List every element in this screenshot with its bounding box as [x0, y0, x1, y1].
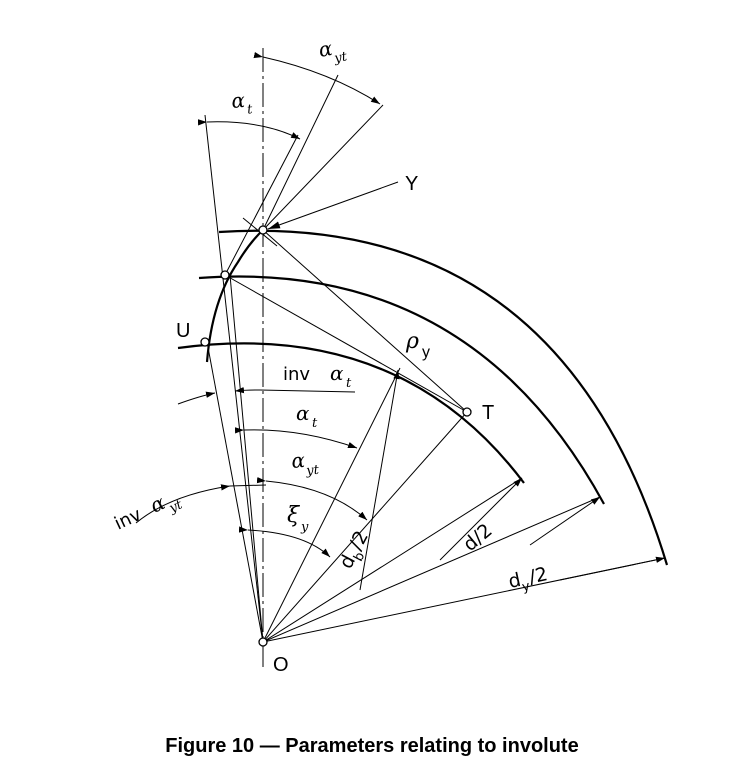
- label-dy2-sub: y: [521, 579, 532, 595]
- angle-arcs: [135, 51, 381, 558]
- label-rho-y: ρ: [405, 329, 419, 354]
- dim-dy2-arrow2: [529, 496, 601, 546]
- label-o: O: [273, 654, 289, 676]
- label-rho-y-sub: y: [422, 344, 430, 361]
- label-xi-y-sub: y: [300, 520, 309, 535]
- point-t: [462, 407, 472, 417]
- label-alpha-t-mid: α: [296, 401, 310, 425]
- label-alpha-yt-mid-sub: yt: [305, 463, 321, 479]
- y-direction-arrow: [267, 181, 399, 230]
- label-u: U: [176, 320, 190, 342]
- label-inv-alpha-t-sub: t: [346, 376, 352, 391]
- reference-circle-arc: [198, 275, 605, 505]
- label-dy2-tail: /2: [527, 563, 550, 588]
- label-d2: d/2: [459, 519, 497, 555]
- label-alpha-yt-mid: α: [290, 448, 306, 473]
- label-inv-alpha-t-prefix: inv: [283, 364, 310, 385]
- point-ref: [220, 270, 230, 280]
- involute-curve: [205, 228, 265, 363]
- construction-lines: [204, 74, 666, 643]
- label-y: Y: [405, 173, 418, 195]
- label-xi-y: ξ: [287, 503, 301, 528]
- point-u: [200, 337, 210, 347]
- label-alpha-yt-top-sub: yt: [332, 49, 349, 66]
- dim-d2-arrow: [439, 477, 523, 561]
- label-t: T: [482, 402, 494, 424]
- point-o: [258, 637, 268, 647]
- label-alpha-yt-top: α: [317, 36, 335, 62]
- label-dy2-main: d: [506, 569, 522, 593]
- label-inv-alpha-t-greek: α: [330, 361, 344, 385]
- point-tip: [258, 225, 268, 235]
- dim-db2-arrow: [359, 369, 400, 591]
- point-markers: [200, 225, 472, 647]
- figure-caption: Figure 10 — Parameters relating to invol…: [165, 735, 579, 757]
- label-alpha-t-top: α: [230, 88, 246, 113]
- tip-circle-arc: [218, 229, 669, 566]
- label-alpha-t-mid-sub: t: [312, 416, 318, 431]
- label-alpha-t-top-sub: t: [247, 102, 254, 117]
- label-db2-tail: /2: [345, 527, 373, 554]
- label-inv-alpha-yt-prefix: inv: [111, 504, 145, 535]
- dim-dy2-arrow: [559, 556, 666, 581]
- label-inv-alpha-yt-sub: yt: [166, 497, 185, 517]
